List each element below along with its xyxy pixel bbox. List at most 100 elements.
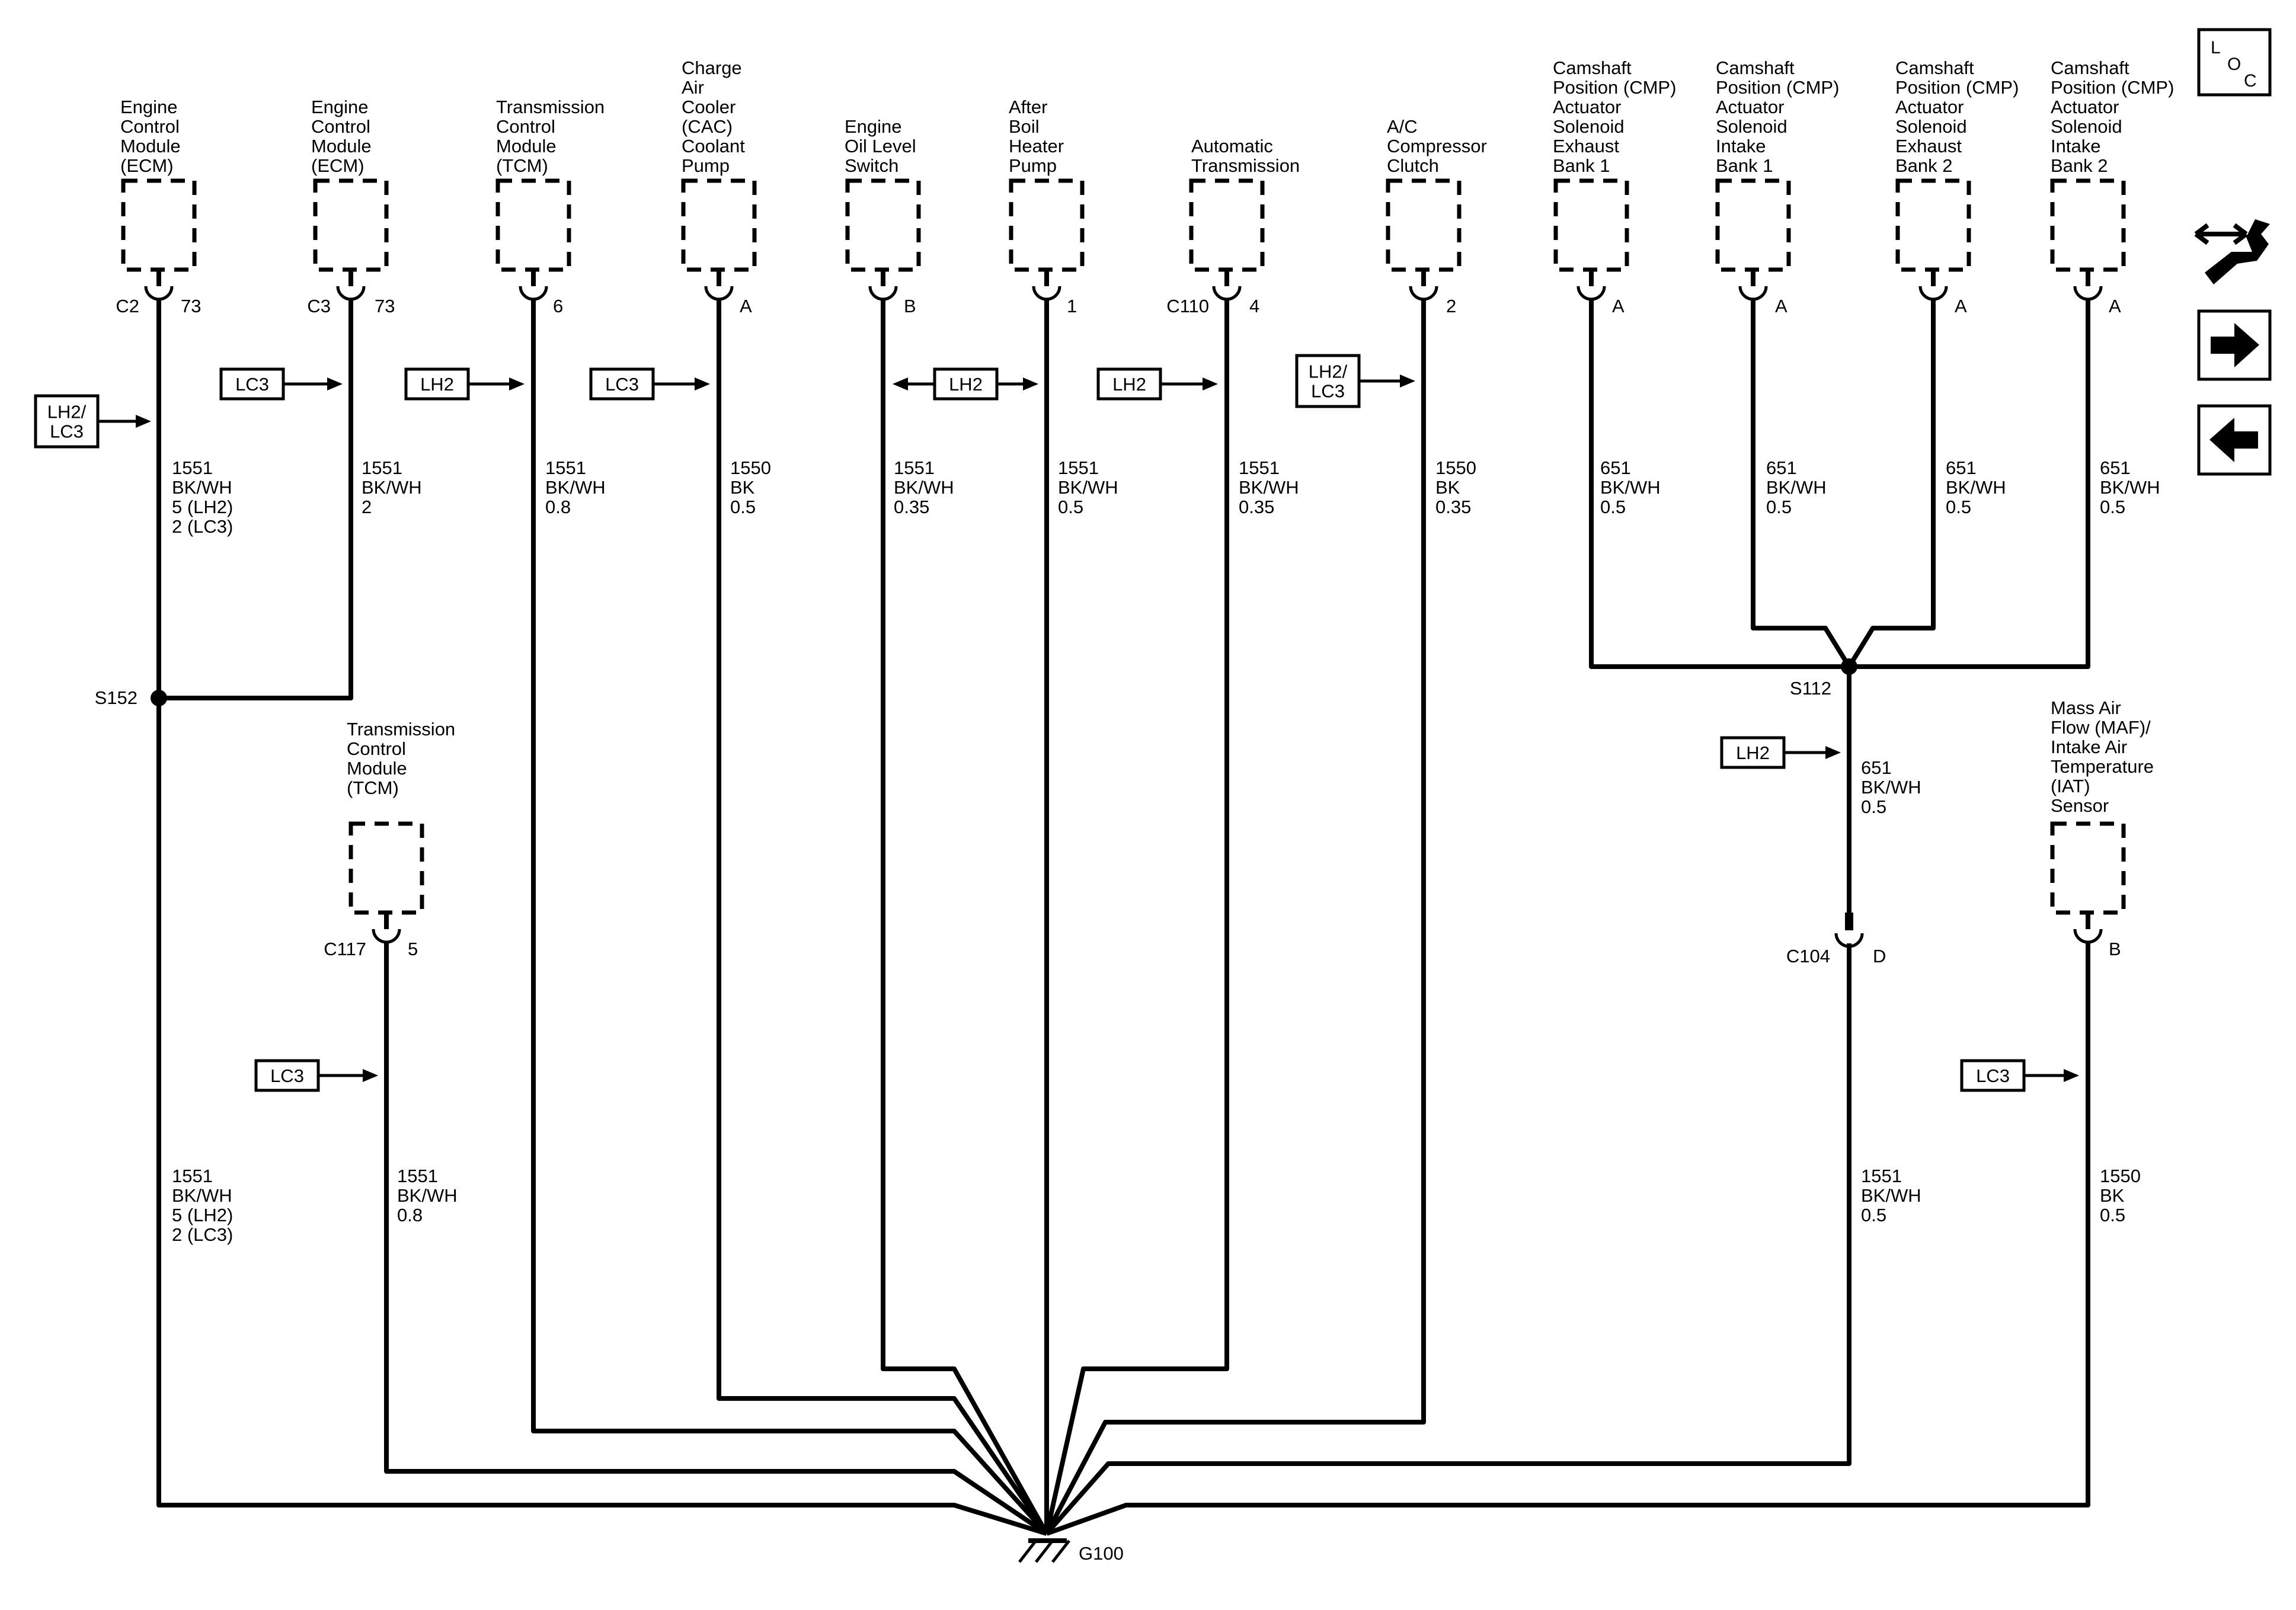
wire-spec-line: BK (2100, 1185, 2125, 1206)
female-terminal (1738, 286, 1768, 301)
component-label-line: Module (496, 136, 557, 156)
option-tag-t5[interactable]: LH2 (893, 367, 1038, 401)
wire-spec-line: 0.35 (1239, 497, 1274, 517)
wire-spec-line: BK/WH (172, 1185, 232, 1206)
wire-spec-line: 1550 (2100, 1166, 2141, 1186)
tag-arrowhead (1023, 377, 1038, 391)
component-outline (2050, 821, 2126, 915)
option-tag-t10[interactable]: LC3 (1960, 1059, 2079, 1092)
arrow-left-shape (2209, 418, 2258, 462)
component-outline (681, 178, 757, 272)
component-label-line: Automatic (1191, 136, 1273, 156)
wire-spec-line: 651 (1946, 457, 1977, 478)
tag-arrowhead (893, 377, 908, 391)
ground-hatch (1018, 1539, 1037, 1563)
component-label-line: Intake (2051, 136, 2100, 156)
wire-cmp-int-1 (1751, 299, 1851, 668)
tag-arrowhead (509, 377, 525, 391)
component-label-line: (IAT) (2051, 776, 2090, 796)
wire-spec-line: 1551 (1058, 457, 1099, 478)
component-label-line: Temperature (2051, 756, 2154, 777)
wire-spec-line: 1551 (362, 457, 402, 478)
wire-spec-line: 651 (2100, 457, 2131, 478)
wire-spec-line: BK/WH (172, 477, 232, 498)
female-terminal (519, 286, 548, 301)
tag-arrowhead (327, 377, 343, 391)
option-tag-t2[interactable]: LC3 (219, 367, 343, 401)
component-label-line: Bank 2 (2051, 155, 2108, 176)
wire-oil-level (881, 299, 1049, 1535)
component-label-line: (TCM) (496, 155, 548, 176)
wire-cac-pump (717, 299, 1049, 1535)
component-label-line: Transmission (347, 719, 455, 740)
arrow-right-icon[interactable] (2197, 309, 2272, 381)
wire-spec-line: 651 (1861, 757, 1892, 778)
wire-spec-line: 2 (362, 497, 372, 517)
arrow-right-shape (2211, 323, 2259, 367)
wire-spec-line: 1551 (172, 457, 213, 478)
ground-g100 (1018, 1538, 1070, 1563)
ground-hatch (1051, 1539, 1070, 1563)
option-tag-t7[interactable]: LH2/LC3 (1295, 354, 1415, 408)
pin-number: 4 (1249, 296, 1259, 316)
splice-s112-label: S112 (1790, 678, 1831, 699)
female-terminal (704, 286, 734, 301)
option-tag-t8[interactable]: LH2 (1720, 736, 1841, 769)
tag-arrowhead (1825, 746, 1841, 759)
component-label-line: Mass Air (2051, 697, 2121, 718)
wire-spec-line: 1551 (1239, 457, 1280, 478)
option-tag-t3[interactable]: LH2 (404, 367, 525, 401)
wire-spec-line: 0.35 (1435, 497, 1471, 517)
wire-spec-line: 0.5 (1861, 1205, 1886, 1225)
option-tag-t6[interactable]: LH2 (1096, 367, 1218, 401)
pin-number: A (1612, 296, 1625, 316)
wire-spec-line: 1550 (730, 457, 771, 478)
connector-id: C110 (1166, 296, 1209, 316)
wire-spec-line: BK/WH (362, 477, 422, 498)
component-label-line: Actuator (1553, 97, 1621, 117)
option-tag-t9[interactable]: LC3 (254, 1059, 378, 1092)
component-label-line: Heater (1009, 136, 1064, 156)
connector-c104-label: C104 (1786, 946, 1830, 966)
component-label-line: Solenoid (1895, 116, 1967, 137)
option-tag-t4[interactable]: LC3 (589, 367, 710, 401)
option-tag-t1[interactable]: LH2/LC3 (34, 394, 151, 449)
wire-spec-line: 0.8 (545, 497, 571, 517)
splice-s152-label: S152 (95, 687, 137, 708)
option-tag-text: LC3 (50, 421, 84, 442)
option-tag-text: LH2/ (47, 402, 87, 422)
component-label-line: Module (311, 136, 372, 156)
wire-spec-line: 1551 (545, 457, 586, 478)
wire-spec-line: 5 (LH2) (172, 1205, 233, 1225)
female-terminal (2073, 929, 2103, 944)
wire-spec-line: 0.5 (730, 497, 756, 517)
option-tag-frame (1960, 1059, 2026, 1092)
female-terminal (1576, 286, 1606, 301)
wire-spec-line: BK/WH (397, 1185, 458, 1206)
arrow-left-icon[interactable] (2197, 404, 2272, 476)
component-label-line: Coolant (682, 136, 745, 156)
pin-number: A (740, 296, 752, 316)
option-tag-frame (589, 367, 655, 401)
location-icon[interactable]: LOC (2197, 28, 2272, 97)
wrench-arrows-icon[interactable] (2194, 219, 2270, 284)
tag-arrowhead (695, 377, 710, 391)
wire-spec-line: 0.5 (1946, 497, 1971, 517)
female-terminal (1409, 286, 1438, 301)
female-terminal (1212, 286, 1242, 301)
loc-letter-o: O (2227, 55, 2241, 74)
female-terminal (1918, 286, 1948, 301)
component-label-line: Solenoid (2051, 116, 2122, 137)
connector-id: C3 (307, 296, 331, 316)
component-label-line: Position (CMP) (1895, 77, 2019, 98)
